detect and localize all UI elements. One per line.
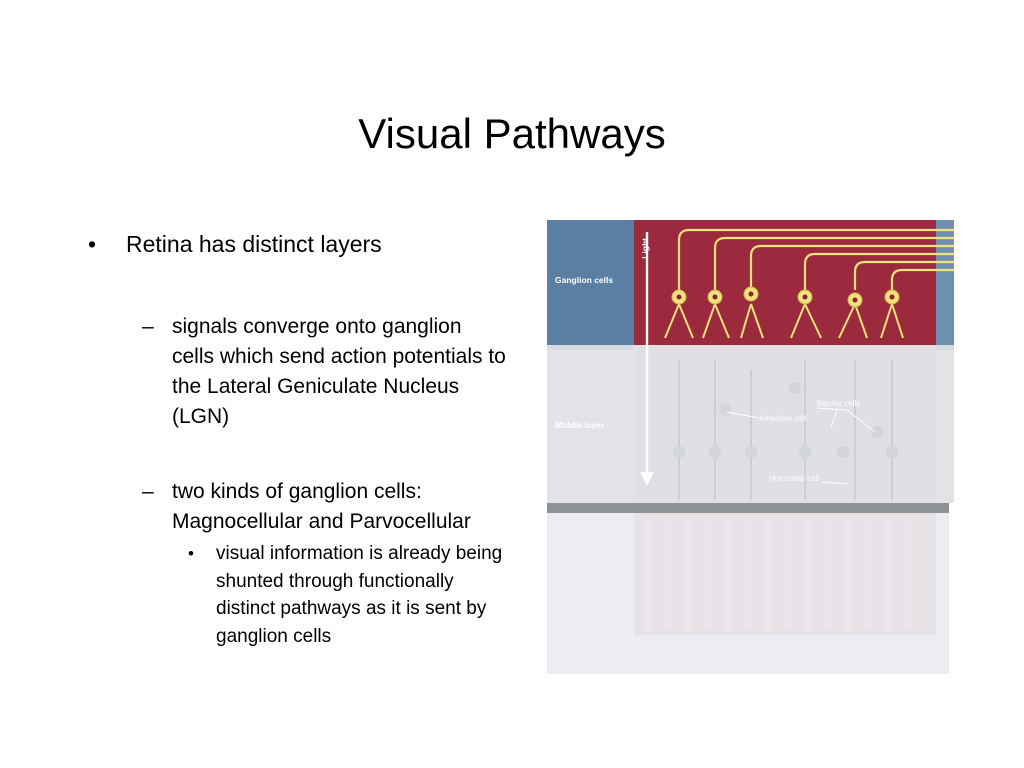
slide-title: Visual Pathways [358, 110, 666, 157]
retina-diagram: Light Ganglion cells Middle layer Bipola… [547, 220, 954, 674]
dash-icon: – [142, 480, 154, 503]
light-arrow [640, 232, 654, 486]
bullet-sub-1-text: signals converge onto ganglion cells whi… [172, 315, 506, 428]
bullet-sub-1: – signals converge onto ganglion cells w… [142, 312, 508, 432]
retina-diagram-svg: Light Ganglion cells Middle layer Bipola… [547, 220, 954, 674]
horizontal-cell-label: Horizontal cell [769, 474, 819, 483]
bipolar-somas [673, 382, 898, 458]
bullet-dot-icon: • [188, 544, 194, 563]
bullet-list: • Retina has distinct layers – signals c… [88, 228, 508, 650]
bullet-sub-2-text: two kinds of ganglion cells: Magnocellul… [172, 480, 471, 533]
outer-layer-overlay [547, 513, 949, 674]
bullet-dot-icon: • [88, 231, 97, 257]
bullet-sub-sub-text: visual information is already being shun… [216, 543, 503, 647]
light-label: Light [640, 238, 650, 259]
ganglion-cells [664, 286, 904, 339]
bullet-main-text: Retina has distinct layers [126, 231, 382, 257]
bipolar-cells-label: Bipolar cells [817, 399, 860, 408]
bullet-main: • Retina has distinct layers [88, 228, 508, 260]
dash-icon: – [142, 315, 154, 338]
edge-strip [936, 220, 954, 345]
ganglion-cells-label: Ganglion cells [555, 275, 613, 285]
layer-divider [547, 503, 949, 513]
amacrine-cell-label: Amacrine cell [759, 414, 807, 423]
middle-layer-label: Middle layer [555, 420, 605, 430]
axon-lines [677, 228, 954, 290]
label-pointers [726, 407, 876, 485]
bullet-sub-2: – two kinds of ganglion cells: Magnocell… [142, 477, 508, 537]
bipolar-cells [678, 360, 893, 500]
bullet-sub-sub: • visual information is already being sh… [188, 540, 508, 650]
